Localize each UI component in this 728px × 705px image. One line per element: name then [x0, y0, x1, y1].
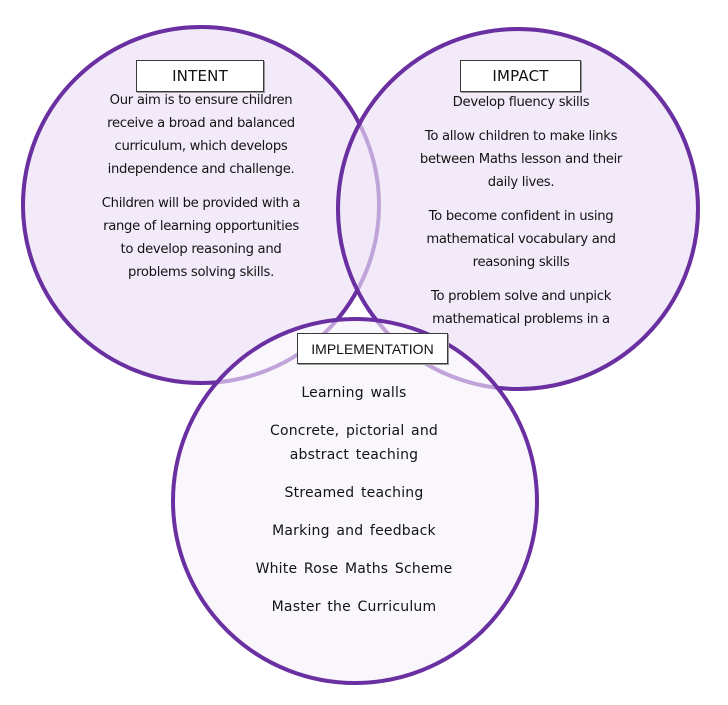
impact-line: To allow children to make links: [424, 129, 618, 144]
impact-paragraph: To allow children to make links between M…: [376, 125, 666, 194]
intent-line: to develop reasoning and: [120, 242, 282, 257]
impact-circle-outline: [336, 27, 700, 391]
impact-line: Develop fluency skills: [452, 95, 590, 110]
implementation-title: IMPLEMENTATION: [311, 341, 434, 357]
impact-paragraph: Develop fluency skills: [376, 91, 666, 114]
implementation-paragraph: Learning walls: [220, 381, 488, 405]
implementation-line: Learning walls: [301, 385, 407, 401]
intent-line: receive a broad and balanced: [107, 116, 295, 131]
implementation-paragraph: White Rose Maths Scheme: [220, 557, 488, 581]
impact-circle-fill: [338, 29, 698, 389]
implementation-label: IMPLEMENTATION: [297, 333, 448, 364]
intent-circle-fill: [23, 27, 379, 383]
impact-line: mathematical vocabulary and: [426, 232, 616, 247]
implementation-circle-fill: [173, 319, 537, 683]
implementation-paragraph: Streamed teaching: [220, 481, 488, 505]
impact-line: daily lives.: [487, 175, 555, 190]
implementation-line: abstract teaching: [289, 447, 419, 463]
impact-title: IMPACT: [492, 67, 549, 85]
impact-line: reasoning skills: [472, 255, 570, 270]
intent-text: Our aim is to ensure children receive a b…: [60, 89, 342, 295]
impact-paragraph: To become confident in using mathematical…: [376, 205, 666, 274]
intent-line: range of learning opportunities: [103, 219, 299, 234]
intent-title: INTENT: [172, 67, 228, 85]
implementation-line: Marking and feedback: [272, 523, 436, 539]
impact-line: between Maths lesson and their: [419, 152, 623, 167]
implementation-circle-outline: [171, 317, 539, 685]
intent-line: independence and challenge.: [107, 162, 295, 177]
intent-line: Children will be provided with a: [101, 196, 301, 211]
implementation-paragraph: Marking and feedback: [220, 519, 488, 543]
implementation-line: Master the Curriculum: [271, 599, 437, 615]
implementation-paragraph: Master the Curriculum: [220, 595, 488, 619]
intent-line: problems solving skills.: [128, 265, 274, 280]
impact-line: mathematical problems in a: [432, 312, 610, 327]
impact-line: To problem solve and unpick: [430, 289, 612, 304]
implementation-paragraph: Concrete, pictorial and abstract teaching: [220, 419, 488, 467]
implementation-line: Streamed teaching: [284, 485, 424, 501]
implementation-line: White Rose Maths Scheme: [255, 561, 453, 577]
implementation-line: Concrete, pictorial and: [269, 423, 438, 439]
impact-text: Develop fluency skills To allow children …: [376, 91, 666, 342]
impact-paragraph: To problem solve and unpick mathematical …: [376, 285, 666, 331]
intent-line: curriculum, which develops: [114, 139, 288, 154]
intent-line: Our aim is to ensure children: [109, 93, 293, 108]
intent-circle-outline: [21, 25, 381, 385]
impact-line: To become confident in using: [428, 209, 614, 224]
impact-label: IMPACT: [460, 60, 581, 92]
intent-label: INTENT: [136, 60, 264, 92]
intent-paragraph: Children will be provided with a range of…: [60, 192, 342, 284]
intent-paragraph: Our aim is to ensure children receive a b…: [60, 89, 342, 181]
